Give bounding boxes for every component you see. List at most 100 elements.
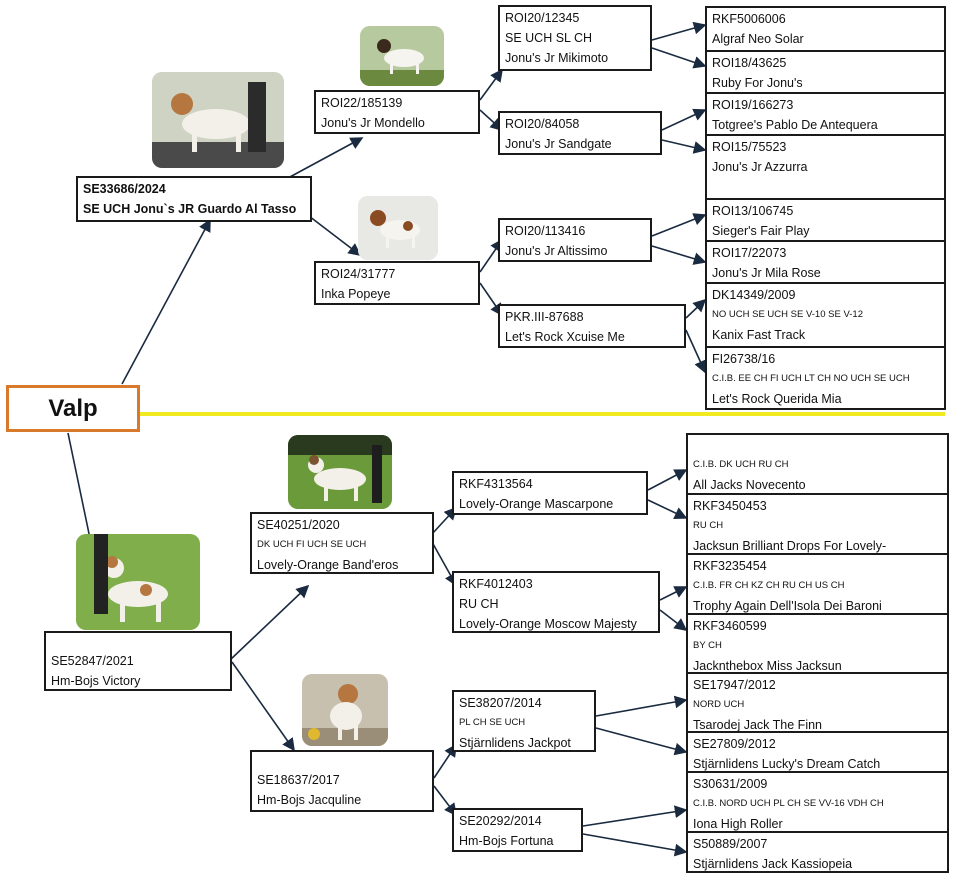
arrow-dds-to-2 xyxy=(595,727,688,756)
dog-name: Stjärnlidens Lucky's Dream Catch xyxy=(693,757,881,771)
reg-number: SE52847/2021 xyxy=(51,654,134,668)
reg-number: RKF3450453 xyxy=(693,499,767,513)
gen4-ddds: S30631/2009 C.I.B. NORD UCH PL CH SE VV-… xyxy=(688,771,947,833)
arrow-dss-to-2 xyxy=(647,499,688,519)
dog-image xyxy=(302,674,388,746)
dog-image xyxy=(360,26,444,86)
dog-name: Jonu's Jr Mikimoto xyxy=(505,51,609,65)
arrow-dsd-to-1 xyxy=(659,586,688,601)
gen4-dddd: S50889/2007 Stjärnlidens Jack Kassiopeia xyxy=(688,831,947,871)
arrow-ddd-to-2 xyxy=(582,833,688,857)
titles: RU CH xyxy=(693,520,724,531)
gen4-sssd: ROI18/43625 Ruby For Jonu's xyxy=(707,50,944,94)
dog-name: Inka Popeye xyxy=(321,287,391,301)
arrow-dam-to-sire xyxy=(229,584,310,661)
titles: NORD UCH xyxy=(693,699,745,710)
dds-box: SE38207/2014 PL CH SE UCH Stjärnlidens J… xyxy=(452,690,596,752)
gen4-ssds: ROI19/166273 Totgree's Pablo De Antequer… xyxy=(707,92,944,136)
gen4-dsdd: RKF3460599 BY CH Jacknthebox Miss Jacksu… xyxy=(688,613,947,673)
dog-photo-dam-dam xyxy=(302,674,388,746)
dog-name: Jonu's Jr Mila Rose xyxy=(712,266,821,280)
arrow-valp-to-dam xyxy=(67,432,96,550)
dog-name: Jacksun Brilliant Drops For Lovely- xyxy=(693,539,887,553)
reg-number: FI26738/16 xyxy=(712,352,776,366)
reg-number: ROI20/12345 xyxy=(505,11,580,25)
reg-number: SE27809/2012 xyxy=(693,737,776,751)
reg-number: RKF4012403 xyxy=(459,577,533,591)
titles: BY CH xyxy=(693,640,722,651)
reg-number: S30631/2009 xyxy=(693,777,768,791)
reg-number: PKR.III-87688 xyxy=(505,310,584,324)
arrow-ss-to-sss xyxy=(479,68,503,101)
titles: RU CH xyxy=(459,597,499,611)
titles: C.I.B. EE CH FI UCH LT CH NO UCH SE UCH xyxy=(712,373,910,384)
dog-image xyxy=(358,196,438,260)
reg-number: RKF3235454 xyxy=(693,559,767,573)
dog-name: Jacknthebox Miss Jacksun xyxy=(693,659,842,673)
titles: C.I.B. FR CH KZ CH RU CH US CH xyxy=(693,580,845,591)
arrow-sss-to-1 xyxy=(651,21,707,41)
reg-number: ROI22/185139 xyxy=(321,96,403,110)
titles: PL CH SE UCH xyxy=(459,717,526,728)
dsd-box: RKF4012403 RU CH Lovely-Orange Moscow Ma… xyxy=(452,571,660,633)
dog-name: Hm-Bojs Fortuna xyxy=(459,834,554,848)
arrow-dss-to-1 xyxy=(647,469,688,491)
dog-name: All Jacks Novecento xyxy=(693,478,806,492)
dog-name: Jonu's Jr Mondello xyxy=(321,116,425,130)
dog-name: SE UCH Jonu`s JR Guardo Al Tasso xyxy=(83,202,297,216)
dog-name: Ruby For Jonu's xyxy=(712,76,803,90)
reg-number: ROI24/31777 xyxy=(321,267,396,281)
arrow-ssd-to-3 xyxy=(661,108,707,131)
dog-name: Iona High Roller xyxy=(693,817,783,831)
sire-sire-box: ROI22/185139 Jonu's Jr Mondello xyxy=(314,90,480,134)
arrow-valp-to-sire xyxy=(121,218,211,385)
reg-number: SE38207/2014 xyxy=(459,696,542,710)
valp-text: Valp xyxy=(48,394,98,422)
gen4-lower-column: C.I.B. DK UCH RU CH All Jacks Novecento … xyxy=(686,433,949,873)
reg-number: RKF5006006 xyxy=(712,12,786,26)
dog-name: Lovely-Orange Band'eros xyxy=(257,558,399,572)
titles: NO UCH SE UCH SE V-10 SE V-12 xyxy=(712,309,863,320)
arrow-sds-to-2 xyxy=(651,245,707,265)
gen4-dsss: C.I.B. DK UCH RU CH All Jacks Novecento xyxy=(688,435,947,495)
dog-name: Lovely-Orange Moscow Majesty xyxy=(459,617,637,631)
reg-number: RKF3460599 xyxy=(693,619,767,633)
gen4-ddss: SE17947/2012 NORD UCH Tsarodej Jack The … xyxy=(688,672,947,732)
arrow-ddd-to-1 xyxy=(582,805,688,827)
dog-name: Jonu's Jr Sandgate xyxy=(505,137,612,151)
dog-photo-sire-sire xyxy=(360,26,444,86)
reg-number: ROI18/43625 xyxy=(712,56,787,70)
dog-name: Sieger's Fair Play xyxy=(712,224,810,238)
arrow-sdd-to-1 xyxy=(685,298,707,319)
dog-photo-sire xyxy=(152,72,284,168)
arrow-sds-to-1 xyxy=(651,213,707,237)
gen4-ddsd: SE27809/2012 Stjärnlidens Lucky's Dream … xyxy=(688,731,947,773)
reg-number: SE40251/2020 xyxy=(257,518,340,532)
ssd-box: ROI20/84058 Jonu's Jr Sandgate xyxy=(498,111,662,155)
titles: C.I.B. DK UCH RU CH xyxy=(693,459,789,470)
gen4-sdds: DK14349/2009 NO UCH SE UCH SE V-10 SE V-… xyxy=(707,282,944,346)
dog-photo-sire-dam xyxy=(358,196,438,260)
dog-image xyxy=(288,435,392,509)
reg-number: SE33686/2024 xyxy=(83,182,166,196)
arrow-sdd-to-2 xyxy=(685,329,707,374)
dog-name: Stjärnlidens Jack Kassiopeia xyxy=(693,857,853,871)
titles: DK UCH FI UCH SE UCH xyxy=(257,539,367,550)
arrow-ssd-to-4 xyxy=(661,139,707,154)
gen4-dsds: RKF3235454 C.I.B. FR CH KZ CH RU CH US C… xyxy=(688,553,947,615)
reg-number: DK14349/2009 xyxy=(712,288,796,302)
arrow-sire-to-sire xyxy=(287,137,364,179)
dam-sire-box: SE40251/2020 DK UCH FI UCH SE UCH Lovely… xyxy=(250,512,434,574)
reg-number: S50889/2007 xyxy=(693,837,768,851)
reg-number: ROI13/106745 xyxy=(712,204,794,218)
gen4-ssdd: ROI15/75523 Jonu's Jr Azzurra xyxy=(707,134,944,178)
arrow-dsd-to-2 xyxy=(659,609,688,631)
titles: C.I.B. NORD UCH PL CH SE VV-16 VDH CH xyxy=(693,798,884,809)
reg-number: SE17947/2012 xyxy=(693,678,776,692)
arrow-sss-to-2 xyxy=(651,47,707,69)
gen4-sdsd: ROI17/22073 Jonu's Jr Mila Rose xyxy=(707,240,944,284)
dog-name: Hm-Bojs Jacquline xyxy=(257,793,362,807)
arrow-dam-to-dam xyxy=(231,661,295,752)
dog-image xyxy=(152,72,284,168)
